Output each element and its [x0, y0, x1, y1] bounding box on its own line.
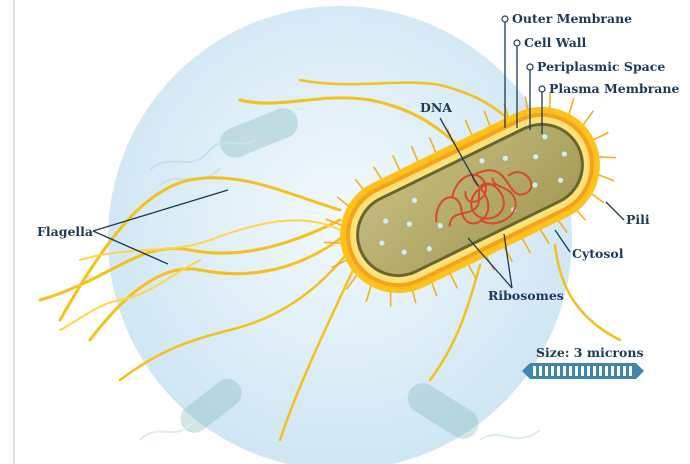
flagella-label: Flagella: [37, 224, 93, 239]
pili-leader: [606, 202, 624, 220]
scale-bar: [522, 363, 644, 379]
pili-label: Pili: [626, 212, 650, 227]
ribosomes-label: Ribosomes: [488, 288, 564, 303]
periplasmic-space-pin: [527, 64, 533, 70]
outer-membrane-pin: [502, 16, 508, 22]
cell-wall-pin: [514, 40, 520, 46]
plasma-membrane-pin: [539, 86, 545, 92]
plasma-membrane-label: Plasma Membrane: [549, 81, 679, 96]
dna-label: DNA: [420, 100, 452, 115]
scale-label: Size: 3 microns: [536, 345, 643, 360]
periplasmic-space-label: Periplasmic Space: [537, 59, 665, 74]
cell-wall-label: Cell Wall: [524, 35, 587, 50]
outer-membrane-label: Outer Membrane: [512, 11, 632, 26]
cytosol-label: Cytosol: [572, 246, 624, 261]
